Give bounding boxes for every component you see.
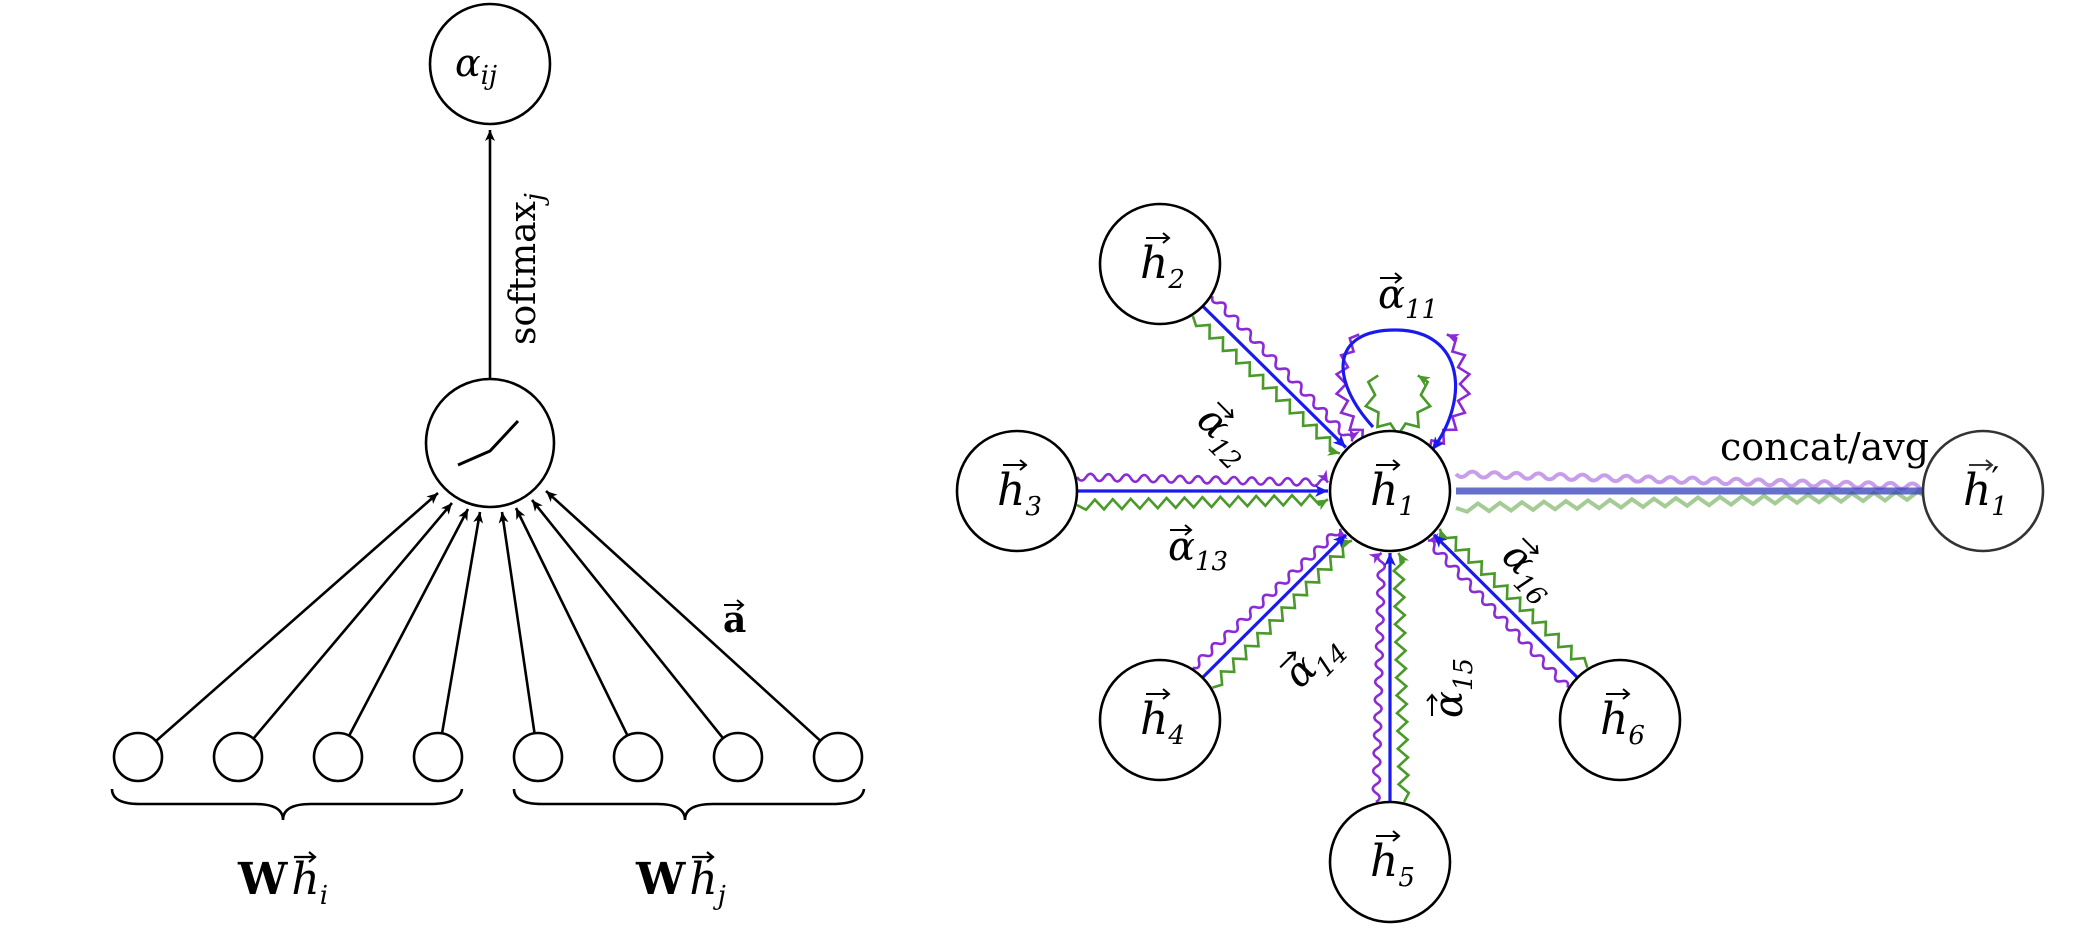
input-node [712, 731, 764, 783]
node-h1-prime: h′1 [1921, 429, 2045, 553]
input-edge [514, 507, 629, 737]
head-blue-edge [1201, 305, 1347, 449]
node-h1-circle [1328, 429, 1452, 553]
input-edge [545, 490, 823, 743]
weight-vector-label: a [723, 599, 746, 641]
head-purple-edge [1075, 469, 1330, 488]
vector-arrow [1969, 459, 1994, 471]
vector-arrow [1170, 524, 1193, 536]
node-h1: h1 [1328, 429, 1452, 553]
vec-arrow-j [692, 851, 715, 863]
head-purple-edge [1368, 551, 1387, 804]
brace-left [110, 788, 464, 821]
output-alpha-label: αij [455, 41, 497, 91]
input-edge [251, 502, 453, 741]
vector-arrow [1376, 459, 1401, 471]
input-node [412, 731, 464, 783]
vector-arrow [1380, 272, 1403, 284]
node-h6: h6 [1558, 658, 1682, 782]
vector-arrow [1146, 232, 1171, 244]
attention-label-13: α13 [1168, 524, 1228, 577]
head-purple-edge [1210, 295, 1360, 442]
node-h3-circle [955, 429, 1079, 553]
input-group-i-label: Whi [237, 854, 328, 911]
input-edge [530, 499, 725, 740]
input-edge [347, 508, 470, 737]
head-green-edge [1212, 538, 1353, 689]
aggregation-label: concat/avg [1720, 425, 1929, 469]
output-green-wave [1455, 489, 1941, 514]
head-blue-edge [1201, 533, 1348, 679]
attention-edges [1075, 295, 1589, 804]
attention-label-11: α11 [1378, 272, 1438, 325]
head-green-edge [1391, 552, 1411, 803]
self-loop-blue [1341, 328, 1458, 451]
input-node [812, 731, 864, 783]
input-node [612, 731, 664, 783]
vector-arrow [1426, 693, 1438, 716]
input-edge [440, 511, 484, 734]
vector-arrow [1606, 688, 1631, 700]
node-h5-circle [1328, 800, 1452, 924]
head-purple-edge [1192, 528, 1348, 670]
input-node [112, 731, 164, 783]
node-h6-label: h6 [1600, 694, 1645, 751]
attention-label-14: α14 [1275, 638, 1355, 697]
svg-text:α15: α15 [1426, 658, 1479, 718]
vector-arrow [1003, 459, 1028, 471]
node-h5-label: h5 [1370, 836, 1415, 893]
node-h2: h2 [1098, 202, 1222, 326]
svg-text:α13: α13 [1168, 524, 1228, 577]
node-h6-circle [1558, 658, 1682, 782]
node-h1-prime-circle [1921, 429, 2045, 553]
input-edge [498, 511, 536, 734]
input-nodes [112, 731, 864, 783]
input-node [212, 731, 264, 783]
softmax-label: softmaxj [503, 193, 550, 345]
node-h1-prime-label: h′1 [1963, 460, 2008, 522]
attention-mechanism-panel: Whi Whj a softmaxj αij [110, 2, 866, 911]
output-alpha-node [428, 2, 552, 126]
vector-arrow [1521, 537, 1539, 555]
input-edge [154, 492, 439, 743]
vector-arrow [1146, 688, 1171, 700]
head-purple-edge [1427, 533, 1570, 688]
brace-right [512, 788, 866, 821]
input-node [512, 731, 564, 783]
vector-arrow [1376, 830, 1401, 842]
node-h4: h4 [1098, 658, 1222, 782]
input-group-j-label: Whj [635, 854, 726, 911]
graph-nodes: h1 h2 h3 h4 h5 h6 h′1 [955, 202, 2045, 924]
node-h2-label: h2 [1140, 238, 1185, 295]
multi-head-attention-panel: concat/avg h1 h2 h3 h4 h5 h6 h′1 α11 α12 α13 α14 α… [955, 202, 2045, 924]
attention-label-15: α15 [1426, 658, 1479, 718]
activation-node [424, 377, 556, 509]
attention-label-12: α12 [1188, 397, 1247, 477]
leaky-relu-icon [457, 419, 520, 467]
node-h4-label: h4 [1140, 694, 1185, 751]
output-purple-wave [1454, 469, 1942, 492]
head-green-edge [1076, 492, 1329, 512]
svg-text:α11: α11 [1378, 272, 1438, 325]
node-h1-label: h1 [1370, 465, 1415, 522]
node-h4-circle [1098, 658, 1222, 782]
node-h3: h3 [955, 429, 1079, 553]
node-h5: h5 [1328, 800, 1452, 924]
vec-arrow-i [294, 851, 317, 863]
head-blue-edge [1432, 533, 1579, 679]
vector-arrow [1279, 651, 1297, 669]
node-h2-circle [1098, 202, 1222, 326]
node-h3-label: h3 [997, 465, 1042, 522]
head-green-edge [1191, 315, 1341, 456]
input-node [312, 731, 364, 783]
input-edges [154, 490, 823, 743]
self-loop-green [1363, 374, 1433, 438]
vector-arrow [1216, 401, 1234, 419]
head-green-edge [1438, 528, 1589, 669]
vec-arrow-a [724, 599, 745, 611]
